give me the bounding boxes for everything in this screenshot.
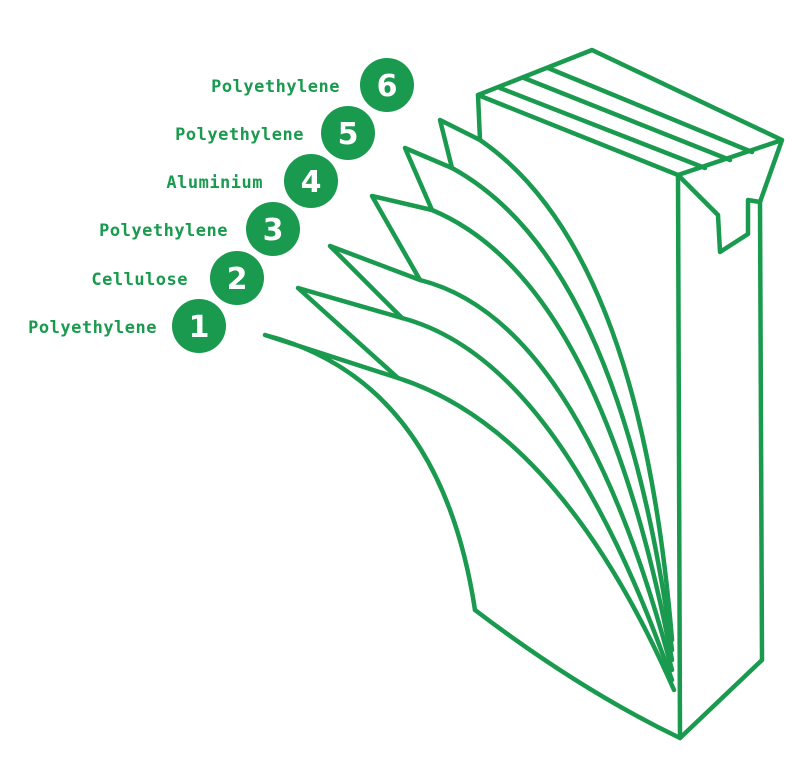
layer-label-4: Aluminium bbox=[166, 173, 263, 193]
layer-badge-6 bbox=[360, 58, 414, 112]
carton-back-edge bbox=[475, 92, 483, 143]
layer-label-6: Polyethylene bbox=[211, 77, 340, 97]
layer-item-2: Cellulose 2 bbox=[91, 251, 264, 305]
layer-badge-4 bbox=[284, 154, 338, 208]
carton-top-flap bbox=[675, 172, 763, 255]
layer-sheet-outer bbox=[262, 332, 478, 613]
layer-sheet-2 bbox=[327, 243, 675, 683]
carton-side-bottom bbox=[472, 607, 683, 741]
layer-number-2: 2 bbox=[227, 262, 248, 297]
layer-badge-3 bbox=[246, 202, 300, 256]
layer-badge-5 bbox=[321, 106, 375, 160]
layer-label-5: Polyethylene bbox=[175, 125, 304, 145]
layer-number-1: 1 bbox=[189, 310, 210, 345]
layer-number-3: 3 bbox=[263, 213, 284, 248]
layer-sheet-5 bbox=[437, 117, 675, 653]
layer-sheet-4 bbox=[402, 145, 675, 663]
layer-item-4: Aluminium 4 bbox=[166, 154, 338, 208]
layer-number-5: 5 bbox=[338, 117, 359, 152]
layer-label-1: Polyethylene bbox=[28, 318, 157, 338]
layer-item-6: Polyethylene 6 bbox=[211, 58, 414, 112]
layer-sheet-1 bbox=[295, 285, 677, 693]
layer-badge-1 bbox=[172, 299, 226, 353]
layer-number-6: 6 bbox=[377, 69, 398, 104]
layer-sheet-3 bbox=[369, 193, 675, 673]
layer-label-3: Polyethylene bbox=[99, 221, 228, 241]
peeled-layers bbox=[262, 117, 677, 693]
layer-number-4: 4 bbox=[301, 165, 322, 200]
layer-item-5: Polyethylene 5 bbox=[175, 106, 375, 160]
carton-front-panel bbox=[675, 172, 765, 741]
layer-label-2: Cellulose bbox=[91, 270, 188, 290]
layer-item-1: Polyethylene 1 bbox=[28, 299, 226, 353]
layer-sheet-6 bbox=[477, 137, 675, 643]
layer-badge-2 bbox=[210, 251, 264, 305]
layer-labels: Polyethylene 6 Polyethylene 5 Aluminium … bbox=[28, 58, 414, 353]
layer-item-3: Polyethylene 3 bbox=[99, 202, 300, 256]
carton-box bbox=[472, 47, 785, 741]
carton-seal-stripes bbox=[497, 65, 755, 171]
